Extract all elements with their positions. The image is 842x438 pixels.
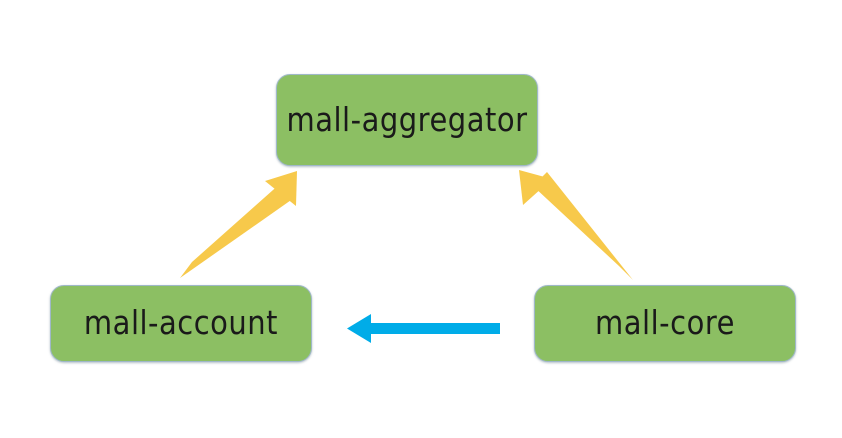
node-mall-account[interactable]: mall-account bbox=[50, 285, 312, 362]
edge-core-to-aggregator bbox=[519, 170, 633, 280]
node-mall-aggregator[interactable]: mall-aggregator bbox=[276, 74, 538, 166]
arrow-shaft-core-to-account bbox=[369, 323, 500, 334]
arrow-head-core-to-account bbox=[347, 314, 371, 343]
arrow-head-account-to-aggregator bbox=[265, 171, 297, 206]
node-mall-core[interactable]: mall-core bbox=[534, 285, 796, 362]
edge-core-to-account bbox=[347, 314, 500, 343]
arrow-head-core-to-aggregator bbox=[519, 170, 552, 205]
arrow-shaft-account-to-aggregator bbox=[180, 182, 294, 278]
node-label-mall-aggregator: mall-aggregator bbox=[286, 100, 528, 139]
node-label-mall-core: mall-core bbox=[595, 303, 735, 342]
arrow-shaft-core-to-aggregator bbox=[533, 172, 633, 280]
node-label-mall-account: mall-account bbox=[83, 303, 279, 342]
edge-account-to-aggregator bbox=[180, 171, 297, 278]
